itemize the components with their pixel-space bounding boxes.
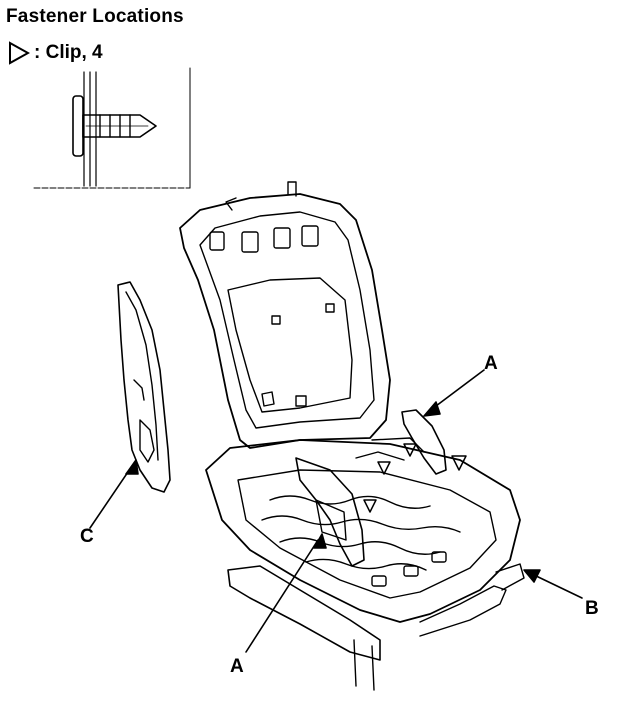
- clip-detail-inset: [33, 67, 191, 189]
- page-title: Fastener Locations: [6, 6, 184, 27]
- callout-a-bottom: A: [230, 656, 244, 677]
- clip-legend-label: : Clip, 4: [34, 42, 103, 63]
- clip-marker-icon: [363, 499, 377, 513]
- callout-a-top: A: [484, 353, 498, 374]
- clip-marker-icon: [377, 461, 391, 475]
- seat-cushion: [205, 439, 521, 623]
- side-trim-c: [117, 281, 171, 493]
- callout-c: C: [80, 526, 94, 547]
- clip-legend: : Clip, 4: [8, 40, 103, 66]
- clip-markers: [363, 443, 467, 513]
- clip-marker-icon: [451, 455, 467, 471]
- inner-shield-a: [295, 409, 447, 567]
- seat-track-b: [227, 563, 525, 691]
- callout-b: B: [585, 598, 599, 619]
- callout-arrows: [89, 369, 583, 653]
- clip-marker-icon: [403, 443, 417, 457]
- triangle-outline-icon: [9, 41, 30, 65]
- seat-back: [179, 181, 391, 449]
